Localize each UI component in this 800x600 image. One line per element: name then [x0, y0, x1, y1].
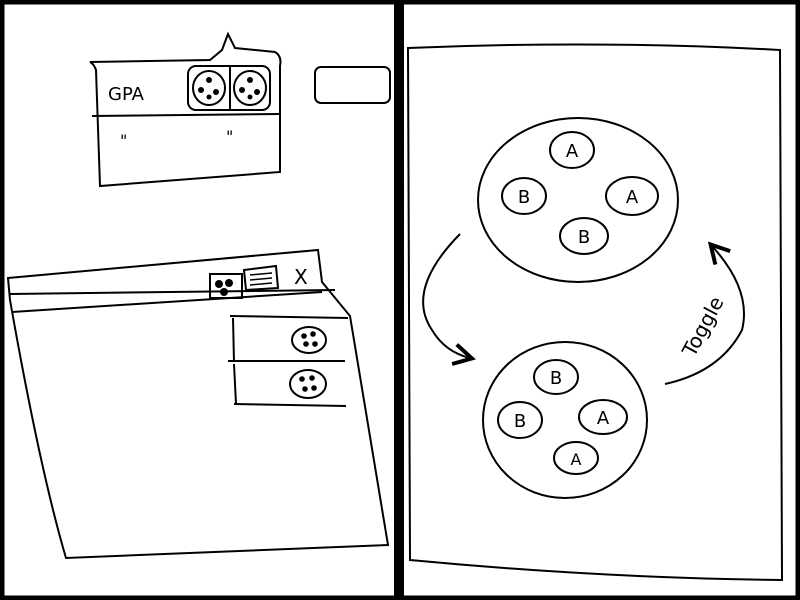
window-sketch: X: [6, 248, 390, 560]
transition-arrow-up: [664, 246, 745, 385]
svg-text:B: B: [518, 187, 530, 208]
list-item[interactable]: [233, 363, 347, 407]
svg-text:B: B: [514, 411, 526, 432]
row-mark: ": [226, 127, 233, 146]
popup-divider: [91, 113, 281, 117]
svg-text:B: B: [578, 227, 590, 248]
transition-arrow-down: [422, 233, 470, 358]
node-B[interactable]: B: [559, 217, 609, 255]
svg-text:A: A: [566, 141, 579, 162]
cluster-icon-alt[interactable]: [233, 70, 267, 106]
svg-text:A: A: [571, 450, 582, 469]
popup-card: GPA " ": [89, 31, 282, 188]
node-A[interactable]: A: [578, 399, 628, 435]
popup-outline: [89, 31, 282, 188]
node-A[interactable]: A: [549, 131, 595, 169]
toggle-label: Toggle: [677, 292, 729, 361]
node-B[interactable]: B: [501, 177, 547, 215]
cluster-icon: [291, 326, 327, 354]
close-icon[interactable]: X: [294, 265, 308, 289]
list-item[interactable]: [228, 315, 349, 363]
phone-frame: [406, 43, 784, 582]
node-A[interactable]: A: [553, 441, 599, 475]
right-panel: A B A B B B: [406, 43, 784, 582]
node-A[interactable]: A: [605, 176, 659, 216]
list-icon[interactable]: [242, 264, 280, 292]
row-mark: ": [120, 131, 127, 150]
cluster-toggle-button[interactable]: [187, 65, 271, 111]
cluster-bottom[interactable]: [482, 341, 648, 499]
panel-divider: [394, 0, 404, 600]
svg-text:B: B: [550, 368, 562, 389]
node-B[interactable]: B: [497, 401, 543, 439]
left-panel: GPA " ": [6, 31, 391, 560]
cluster-icon[interactable]: [192, 70, 226, 106]
window-outline: [6, 248, 390, 560]
top-nodes: A B A B: [501, 131, 659, 255]
bottom-nodes: B B A A: [497, 359, 628, 475]
blank-button[interactable]: [314, 66, 391, 104]
popup-label: GPA: [108, 84, 145, 105]
node-B[interactable]: B: [533, 359, 579, 395]
cluster-top[interactable]: [477, 117, 679, 283]
cluster-icon: [289, 369, 327, 399]
cluster-icon[interactable]: [209, 273, 243, 299]
svg-text:A: A: [597, 408, 610, 429]
svg-text:A: A: [626, 187, 639, 208]
